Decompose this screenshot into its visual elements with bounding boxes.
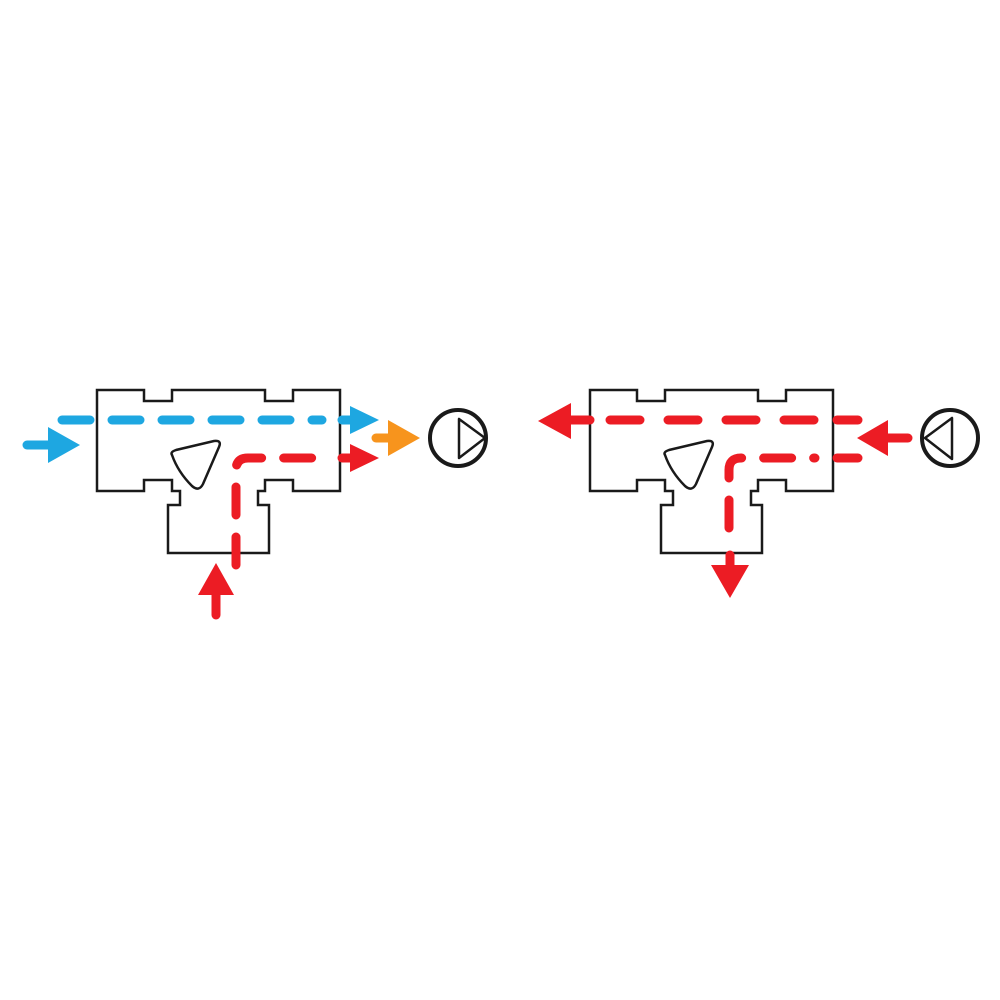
mixed-arrow-icon [388, 420, 420, 456]
cold-outlet-arrow-icon [350, 406, 379, 434]
left-outlet-arrow-icon [538, 403, 571, 439]
valve-body-outline [588, 388, 835, 555]
mixing-valve-diagram [22, 388, 488, 620]
bottom-outlet-arrow-icon [711, 565, 749, 598]
valve-plug-icon [663, 439, 715, 490]
pump-flow-arrow-icon [857, 420, 888, 456]
diverting-valve-diagram [538, 388, 980, 598]
valve-body-outline [95, 388, 342, 555]
hot-outlet-arrow-icon [350, 444, 379, 472]
lower-flow-path [724, 453, 820, 533]
valve-plug-icon [170, 439, 222, 490]
hot-flow-path [231, 453, 327, 570]
pump-left-icon [920, 408, 980, 468]
cold-inlet-arrow-icon [48, 427, 80, 463]
pump-right-icon [428, 408, 488, 468]
hot-inlet-arrow-icon [198, 563, 234, 595]
